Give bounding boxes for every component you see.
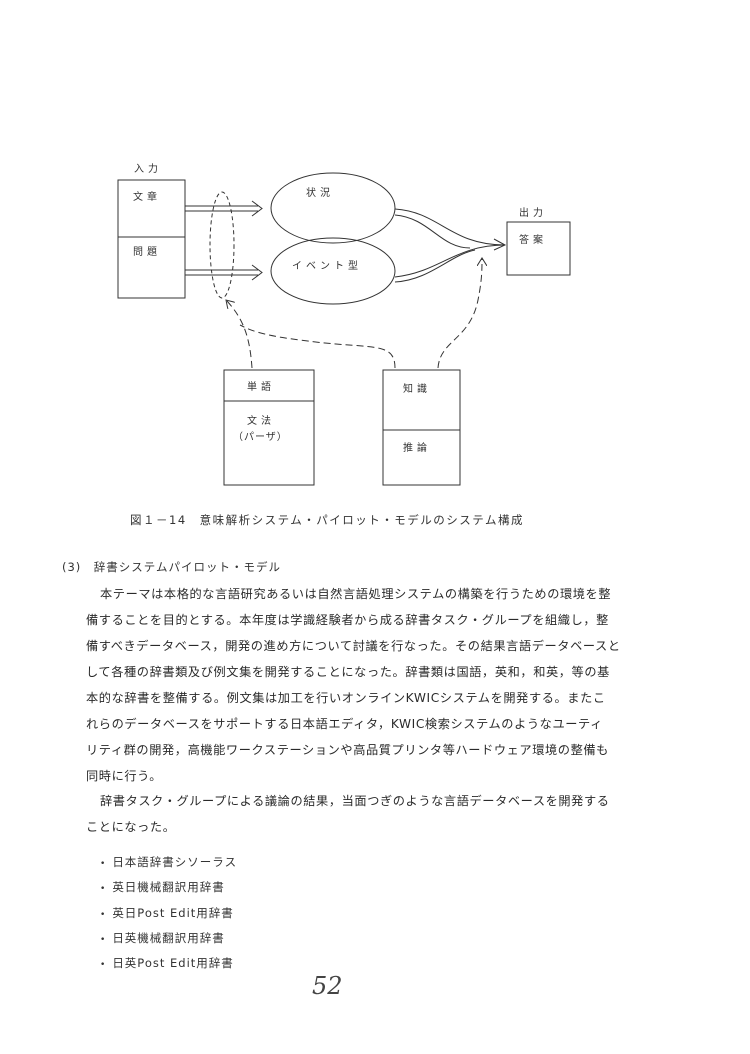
list-item: 日英Post Edit用辞書 [100,951,237,976]
list-item: 日英機械翻訳用辞書 [100,926,237,951]
knowledge-label: 知識 [403,382,431,395]
text-line: リティ群の開発，高機能ワークステーションや高品質プリンタ等ハードウェア環境の整備… [86,743,609,757]
dashed-arrow-knowledge-to-output [437,258,482,369]
list-item: 英日Post Edit用辞書 [100,901,237,926]
system-diagram: 入力 文章 問題 状況 イベント型 出力 答案 単語 文法 （パーザ） 知識 推… [117,162,571,486]
event-ellipse [270,237,396,305]
page-number: 52 [312,972,343,1000]
paragraph-1: 本テーマは本格的な言語研究あるいは自然言語処理システムの構築を行うための環境を整… [86,581,621,789]
text-line: 同時に行う。 [86,769,162,783]
lexicon-box [223,369,315,486]
situation-ellipse [270,172,396,244]
text-line: ことになった。 [86,820,176,834]
event-label: イベント型 [292,259,362,272]
input-box [117,179,186,299]
dashed-arrow-lexicon [226,300,253,369]
input-label: 入力 [134,162,162,175]
text-line: 辞書タスク・グループによる議論の結果，当面つぎのような言語データベースを開発する [100,794,610,808]
list-item: 英日機械翻訳用辞書 [100,875,237,900]
inference-label: 推論 [403,441,431,454]
database-list: 日本語辞書シソーラス 英日機械翻訳用辞書 英日Post Edit用辞書 日英機械… [100,850,237,976]
text-line: 備すべきデータベース，開発の進め方について討議を行なった。その結果言語データベー… [86,639,621,653]
text-line: れらのデータベースをサポートする日本語エディタ，KWIC検索システムのようなユー… [86,717,603,731]
input-sentence: 文章 [133,190,161,203]
input-question: 問題 [133,246,161,258]
list-item: 日本語辞書シソーラス [100,850,237,875]
knowledge-box [382,369,461,486]
output-box [506,221,571,276]
text-line: 本テーマは本格的な言語研究あるいは自然言語処理システムの構築を行うための環境を整 [100,587,612,601]
text-line: して各種の辞書類及び例文集を開発することになった。辞書類は国語，英和，和英，等の… [86,665,610,679]
text-line: 本的な辞書を整備する。例文集は加工を行いオンラインKWICシステムを開発する。ま… [86,691,606,705]
output-label: 出力 [519,206,547,219]
figure-caption: 図１－14 意味解析システム・パイロット・モデルのシステム構成 [130,513,524,527]
situation-label: 状況 [306,186,334,199]
section-heading: (3) 辞書システムパイロット・モデル [62,560,281,574]
dashed-arrow-knowledge-to-input [239,324,396,369]
double-arrow-bottom [185,264,263,281]
input-group-ellipse [209,191,235,299]
double-arrow-top [185,200,263,217]
word-label: 単語 [247,380,275,393]
grammar-label: 文法 [247,414,275,427]
answer-label: 答案 [519,233,547,246]
text-line: 備することを目的とする。本年度は学識経験者から成る辞書タスク・グループを組織し，… [86,613,609,627]
paragraph-2: 辞書タスク・グループによる議論の結果，当面つぎのような言語データベースを開発する… [86,788,621,840]
parser-label: （パーザ） [233,431,288,443]
